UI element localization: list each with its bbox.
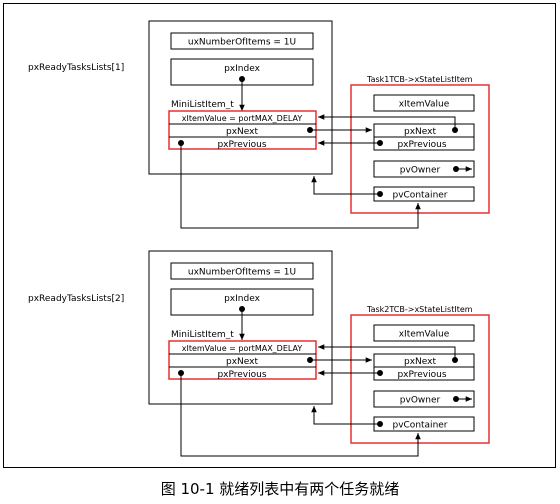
- number-of-items-box: [170, 262, 314, 280]
- number-of-items-text: uxNumberOfItems = 1U: [188, 268, 296, 278]
- tcb-next-arrow: [318, 114, 456, 130]
- number-of-items-box: [170, 32, 314, 50]
- tcb-next-text: pxNext: [404, 357, 436, 367]
- tcb-container-text: pvContainer: [392, 421, 447, 431]
- mini-item-title: MiniListItem_t: [171, 330, 234, 340]
- mini-next-text: pxNext: [226, 357, 258, 367]
- tcb-owner-box: [373, 160, 475, 178]
- ready-list-1: pxReadyTasksLists[1] uxNumberOfItems = 1…: [28, 20, 490, 229]
- ready-lists-diagram: pxReadyTasksLists[1] uxNumberOfItems = 1…: [28, 20, 490, 457]
- tcb-state-list-item-box: [350, 314, 490, 444]
- figure-caption: 图 10-1 就绪列表中有两个任务就绪: [160, 480, 400, 498]
- mini-item-title: MiniListItem_t: [171, 100, 234, 110]
- tcb-owner-text: pvOwner: [400, 166, 441, 176]
- list-struct-box: [148, 20, 333, 175]
- tcb-item-value-text: xItemValue: [399, 330, 450, 340]
- mini-previous-text: pxPrevious: [217, 140, 266, 150]
- list-struct-box: [148, 250, 333, 405]
- tcb-item-value-box: [373, 324, 475, 342]
- mini-item-value: xItemValue = portMAX_DELAY: [182, 114, 303, 123]
- mini-previous-arrow: [180, 143, 421, 229]
- tcb-previous-text: pxPrevious: [397, 370, 446, 380]
- mini-item-value: xItemValue = portMAX_DELAY: [182, 344, 303, 353]
- index-text: pxIndex: [224, 64, 260, 74]
- index-text: pxIndex: [224, 294, 260, 304]
- figure-frame: [3, 3, 556, 468]
- tcb-item-value-box: [373, 94, 475, 112]
- tcb-next-arrow: [318, 344, 456, 360]
- tcb-item-value-text: xItemValue: [399, 100, 450, 110]
- number-of-items-text: uxNumberOfItems = 1U: [188, 38, 296, 48]
- tcb-next-text: pxNext: [404, 127, 436, 137]
- mini-previous-arrow: [180, 373, 421, 457]
- tcb-owner-box: [373, 390, 475, 408]
- tcb-title: Task2TCB->xStateListItem: [366, 305, 473, 314]
- mini-next-text: pxNext: [226, 127, 258, 137]
- container-arrow: [311, 406, 380, 425]
- tcb-owner-text: pvOwner: [400, 396, 441, 406]
- mini-previous-text: pxPrevious: [217, 370, 266, 380]
- list-label: pxReadyTasksLists[1]: [28, 63, 124, 73]
- container-arrow: [311, 176, 380, 195]
- ready-list-2: pxReadyTasksLists[2] uxNumberOfItems = 1…: [28, 250, 490, 457]
- tcb-previous-text: pxPrevious: [397, 140, 446, 150]
- tcb-title: Task1TCB->xStateListItem: [366, 75, 473, 84]
- list-label: pxReadyTasksLists[2]: [28, 294, 124, 304]
- tcb-container-text: pvContainer: [392, 191, 447, 201]
- tcb-state-list-item-box: [350, 84, 490, 214]
